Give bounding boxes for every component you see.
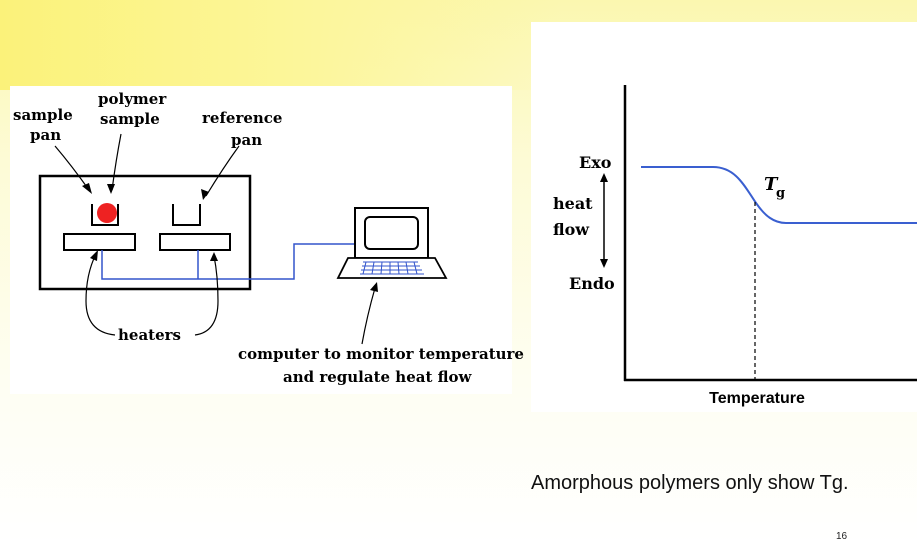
computer-pointer <box>361 287 376 345</box>
sample-heater-block <box>63 233 136 251</box>
right-heater-pointer <box>194 255 219 336</box>
keyboard-keys <box>360 261 424 275</box>
heat-flow-curve <box>641 166 917 224</box>
page-number: 16 <box>836 531 848 542</box>
tg-subscript: g <box>776 186 785 201</box>
heaters-label: heaters <box>118 326 181 344</box>
heat-label: heat <box>553 194 593 213</box>
exo-label: Exo <box>579 153 612 172</box>
x-axis-label: Temperature <box>709 390 805 407</box>
dsc-chamber <box>38 174 252 291</box>
polymer-sample-pointer <box>111 133 122 191</box>
reference-heater-block <box>159 233 231 251</box>
heater-wire <box>101 243 355 280</box>
dsc-apparatus-diagram: sample pan polymer sample reference pan … <box>10 86 524 394</box>
computer-keyboard <box>336 257 448 279</box>
heat-flow-arrow-up <box>600 173 608 182</box>
title-background-band <box>0 0 560 90</box>
computer-label-line2: and regulate heat flow <box>283 368 473 386</box>
slide-caption: Amorphous polymers only show Tg. <box>531 472 849 494</box>
reference-pan-label-line1: reference <box>202 109 282 127</box>
polymer-sample-dot <box>97 203 117 223</box>
tg-plot-svg: Exo heat flow Endo T g Temperature <box>553 85 917 407</box>
tg-plot-panel: Exo heat flow Endo T g Temperature <box>531 22 917 412</box>
heat-flow-arrow-down <box>600 259 608 268</box>
pointer-arrowheads <box>82 183 378 292</box>
sample-pan-cup <box>91 204 119 226</box>
tg-symbol: T <box>764 174 779 195</box>
computer-screen <box>364 216 419 250</box>
polymer-sample-label-line1: polymer <box>98 90 167 108</box>
reference-pan-pointer <box>205 145 240 197</box>
polymer-sample-label-line2: sample <box>100 110 160 128</box>
reference-pan-cup <box>172 204 201 226</box>
sample-pan-label-line1: sample <box>13 106 73 124</box>
left-heater-pointer <box>85 253 116 336</box>
sample-pan-label-line2: pan <box>30 126 61 144</box>
computer-label-line1: computer to monitor temperature <box>238 345 524 363</box>
flow-label: flow <box>553 220 590 239</box>
reference-pan-label-line2: pan <box>231 131 262 149</box>
sample-pan-pointer <box>54 145 90 191</box>
dsc-apparatus-svg: sample pan polymer sample reference pan … <box>13 90 524 386</box>
endo-label: Endo <box>569 274 615 293</box>
